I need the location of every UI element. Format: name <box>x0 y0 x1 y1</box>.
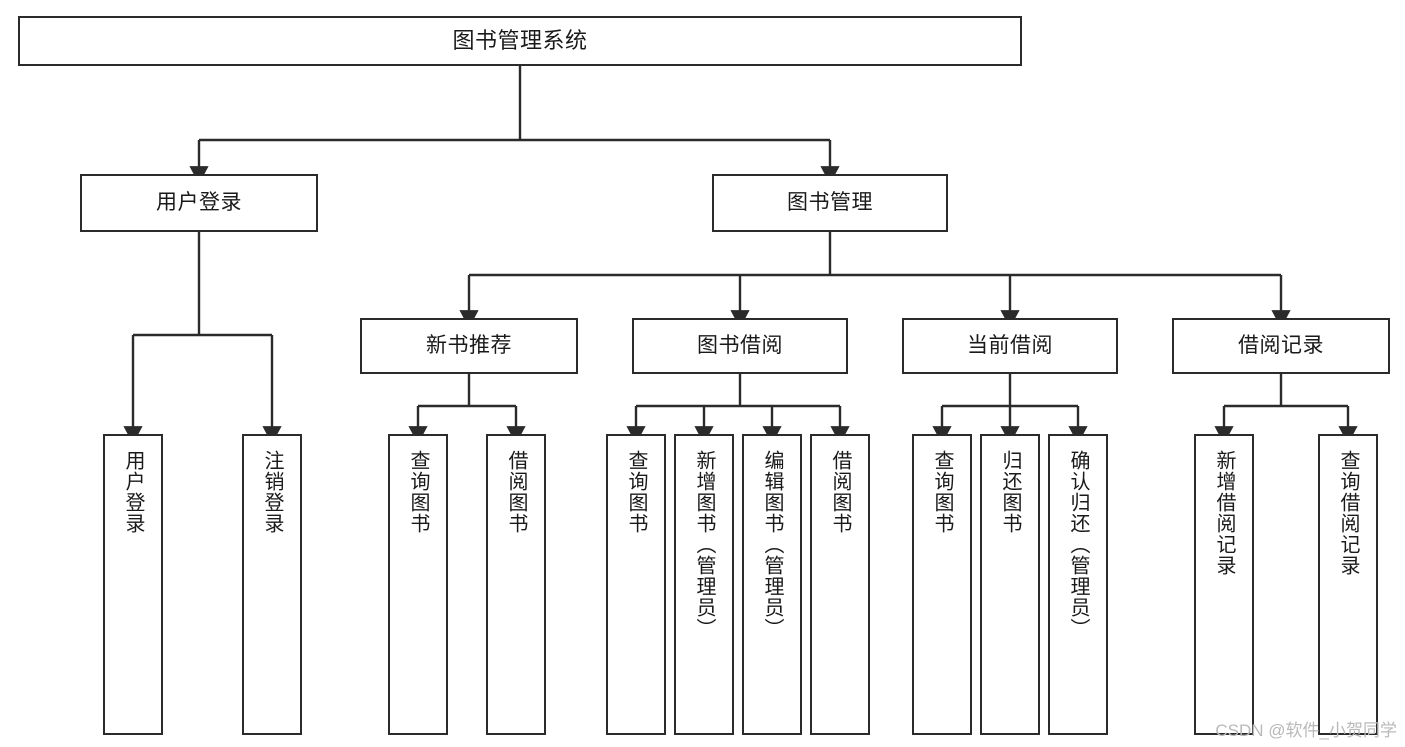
node-book-borrow-label: 图书借阅 <box>697 333 783 357</box>
node-leaf-edit-book-label: 编辑图书（管理员） <box>761 450 783 639</box>
node-leaf-query-book-2[interactable]: 查询图书 <box>606 434 666 735</box>
node-root-label: 图书管理系统 <box>452 28 588 54</box>
node-leaf-user-login[interactable]: 用户登录 <box>103 434 163 735</box>
node-leaf-borrow-book-1[interactable]: 借阅图书 <box>486 434 546 735</box>
node-leaf-return-book-label: 归还图书 <box>999 450 1021 534</box>
node-user-login[interactable]: 用户登录 <box>80 174 318 232</box>
node-root[interactable]: 图书管理系统 <box>18 16 1022 66</box>
node-leaf-logout-label: 注销登录 <box>261 450 283 534</box>
node-current-borrow-label: 当前借阅 <box>967 333 1053 357</box>
node-leaf-query-book-3-label: 查询图书 <box>931 450 953 534</box>
node-leaf-logout[interactable]: 注销登录 <box>242 434 302 735</box>
node-leaf-user-login-label: 用户登录 <box>122 450 144 534</box>
node-leaf-return-book[interactable]: 归还图书 <box>980 434 1040 735</box>
node-borrow-record-label: 借阅记录 <box>1238 333 1324 357</box>
node-leaf-confirm-return[interactable]: 确认归还（管理员） <box>1048 434 1108 735</box>
node-user-login-label: 用户登录 <box>156 190 242 214</box>
node-leaf-confirm-return-label: 确认归还（管理员） <box>1067 450 1089 639</box>
node-leaf-borrow-book-2-label: 借阅图书 <box>829 450 851 534</box>
node-leaf-add-record-label: 新增借阅记录 <box>1213 450 1235 576</box>
node-leaf-add-book[interactable]: 新增图书（管理员） <box>674 434 734 735</box>
node-current-borrow[interactable]: 当前借阅 <box>902 318 1118 374</box>
node-leaf-query-record[interactable]: 查询借阅记录 <box>1318 434 1378 735</box>
node-leaf-query-record-label: 查询借阅记录 <box>1337 450 1359 576</box>
node-leaf-add-book-label: 新增图书（管理员） <box>693 450 715 639</box>
node-leaf-borrow-book-1-label: 借阅图书 <box>505 450 527 534</box>
node-book-manage-label: 图书管理 <box>787 190 873 214</box>
csdn-watermark: CSDN @软件_小贺同学 <box>1215 721 1397 740</box>
node-leaf-query-book-1[interactable]: 查询图书 <box>388 434 448 735</box>
node-leaf-edit-book[interactable]: 编辑图书（管理员） <box>742 434 802 735</box>
node-new-book-recommend[interactable]: 新书推荐 <box>360 318 578 374</box>
node-leaf-add-record[interactable]: 新增借阅记录 <box>1194 434 1254 735</box>
node-leaf-borrow-book-2[interactable]: 借阅图书 <box>810 434 870 735</box>
node-leaf-query-book-1-label: 查询图书 <box>407 450 429 534</box>
node-book-borrow[interactable]: 图书借阅 <box>632 318 848 374</box>
node-book-manage[interactable]: 图书管理 <box>712 174 948 232</box>
node-borrow-record[interactable]: 借阅记录 <box>1172 318 1390 374</box>
node-leaf-query-book-3[interactable]: 查询图书 <box>912 434 972 735</box>
node-new-book-recommend-label: 新书推荐 <box>426 333 512 357</box>
node-leaf-query-book-2-label: 查询图书 <box>625 450 647 534</box>
